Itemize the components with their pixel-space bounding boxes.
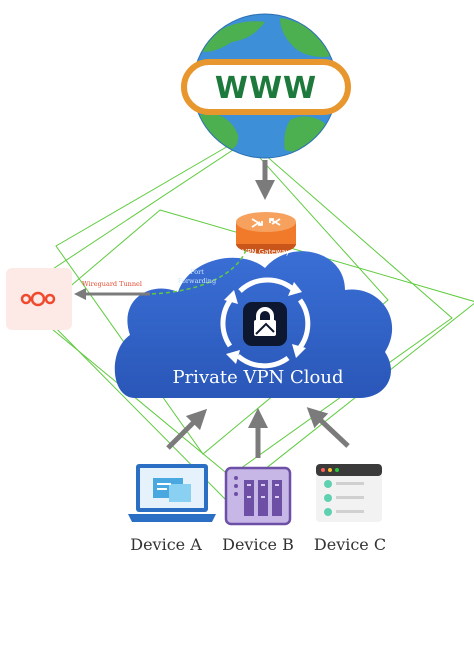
nextcloud-logo-icon xyxy=(20,291,56,307)
cloud-label: Private VPN Cloud xyxy=(172,367,343,388)
device-b-nas-icon xyxy=(224,466,292,526)
router-arrows-icon xyxy=(251,218,281,228)
port-forwarding-label-line1: Port xyxy=(190,268,204,276)
device-b-label: Device B xyxy=(222,535,294,554)
device-c-arrow xyxy=(306,407,350,448)
device-a-arrow xyxy=(166,408,208,450)
www-label: WWW xyxy=(215,71,317,106)
lock-icon xyxy=(254,307,276,336)
port-forwarding-label-line2: Forwarding xyxy=(178,277,216,285)
port-forwarding-link xyxy=(149,249,247,295)
device-a-laptop-icon xyxy=(128,464,216,522)
www-badge xyxy=(181,59,351,115)
device-a-label: Device A xyxy=(130,535,202,554)
sync-arrowheads-icon xyxy=(224,282,306,364)
device-c-label: Device C xyxy=(314,535,386,554)
device-c-window-icon xyxy=(316,464,382,522)
internet-globe: WWW xyxy=(181,13,351,159)
gateway-label: VPN Gateway xyxy=(242,248,289,256)
vpn-gateway-router: VPN Gateway xyxy=(236,212,296,256)
nextcloud-server xyxy=(6,268,72,330)
wireguard-tunnel-label: Wireguard Tunnel xyxy=(82,280,142,288)
sync-icon xyxy=(220,277,311,369)
